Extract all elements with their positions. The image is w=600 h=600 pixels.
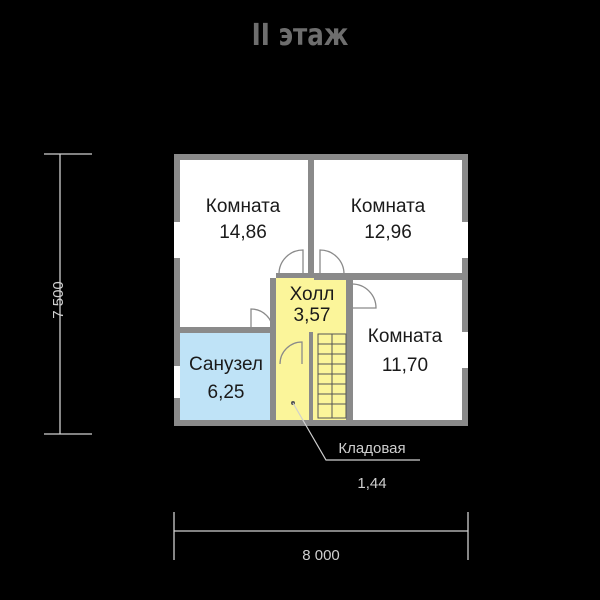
room-1-name: Комната xyxy=(206,196,281,217)
room-1-area: 14,86 xyxy=(219,222,267,243)
door-swing xyxy=(279,341,303,365)
room-3-name: Комната xyxy=(368,326,443,347)
door-swings xyxy=(250,249,377,365)
door-swing xyxy=(319,249,345,275)
bath-area: 6,25 xyxy=(208,382,245,403)
bath-area xyxy=(180,333,270,420)
door-swing xyxy=(351,283,377,309)
height-dimension-label: 7 500 xyxy=(50,281,67,319)
storage-name: Кладовая xyxy=(338,440,405,457)
room-2-name: Комната xyxy=(351,196,426,217)
window xyxy=(462,332,468,368)
room-labels: Комната 14,86 Комната 12,96 Комната 11,7… xyxy=(189,196,443,403)
wall-segment xyxy=(270,278,276,420)
hall-area: 3,57 xyxy=(294,305,331,326)
dimension-lines xyxy=(44,153,469,560)
hall-name: Холл xyxy=(290,284,335,305)
window xyxy=(462,222,468,258)
wall-segment xyxy=(180,327,276,333)
staircase xyxy=(317,333,347,419)
window xyxy=(174,366,180,398)
wall-segment xyxy=(276,273,314,278)
bath-name: Санузел xyxy=(189,354,263,375)
room-3-area xyxy=(353,280,462,420)
storage-leader-line xyxy=(292,402,420,461)
storage-area: 1,44 xyxy=(357,475,386,492)
window xyxy=(174,222,180,258)
width-dimension-label: 8 000 xyxy=(302,547,340,564)
door-swing xyxy=(250,308,274,332)
room-3-area: 11,70 xyxy=(382,355,428,376)
page-title: II этаж xyxy=(251,18,349,53)
wall-segment xyxy=(308,160,314,273)
room-2-area xyxy=(314,160,462,273)
wall-segment xyxy=(346,278,353,420)
door-swing xyxy=(278,249,304,275)
wall-segment xyxy=(314,273,462,280)
room-2-area: 12,96 xyxy=(364,222,412,243)
